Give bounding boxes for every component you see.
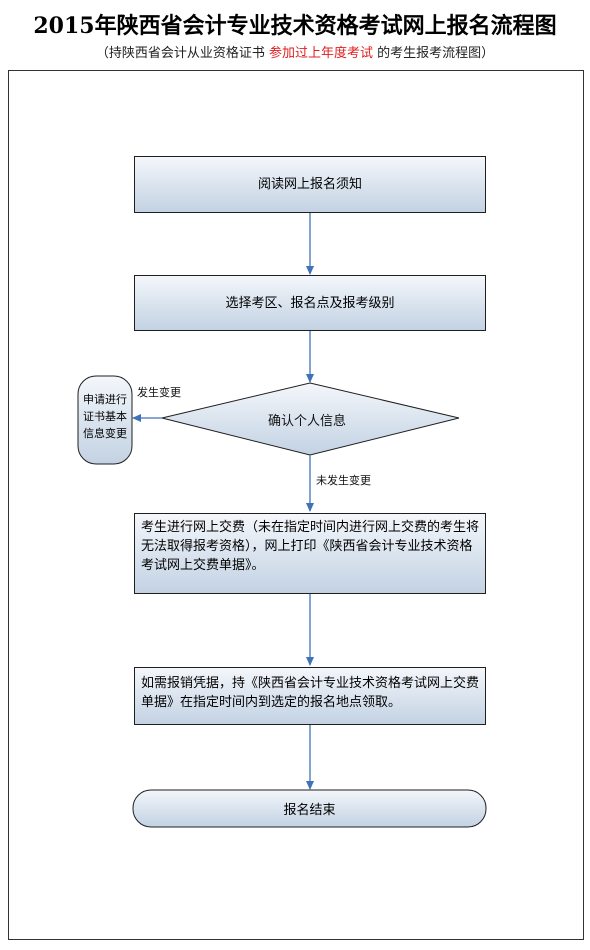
end-terminator-shape: [132, 789, 487, 828]
step-receipt: 如需报销凭据，持《陕西省会计专业技术资格考试网上交费单据》在指定时间内到选定的报…: [134, 667, 486, 725]
page-subtitle: （持陕西省会计从业资格证书 参加过上年度考试 的考生报考流程图）: [0, 42, 590, 61]
page-title: 2015年陕西省会计专业技术资格考试网上报名流程图: [33, 13, 557, 39]
step-read-notice-label: 阅读网上报名须知: [257, 177, 362, 192]
end-terminator-label: 报名结束: [283, 803, 336, 818]
step-read-notice: 阅读网上报名须知: [134, 156, 486, 213]
step-select-area: 选择考区、报名点及报考级别: [134, 275, 486, 331]
decision-text: 确认个人信息: [268, 414, 347, 429]
step-pay-online-text: 考生进行网上交费（未在指定时间内进行网上交费的考生将无法取得报考资格），网上打印…: [141, 520, 480, 573]
flowchart-frame: [8, 70, 584, 940]
subtitle-highlight: 参加过上年度考试: [268, 46, 373, 61]
step-pay-online: 考生进行网上交费（未在指定时间内进行网上交费的考生将无法取得报考资格），网上打印…: [134, 513, 486, 594]
step-select-area-label: 选择考区、报名点及报考级别: [225, 295, 395, 311]
change-request-text: 申请进行证书基本信息变更: [83, 393, 127, 440]
edge-label-unchanged: 未发生变更: [316, 474, 371, 487]
subtitle-suffix: 的考生报考流程图）: [373, 46, 495, 61]
step-receipt-text: 如需报销凭据，持《陕西省会计专业技术资格考试网上交费单据》在指定时间内到选定的报…: [141, 676, 480, 710]
subtitle-prefix: （持陕西省会计从业资格证书: [95, 46, 269, 61]
edge-label-changed: 发生变更: [137, 386, 181, 399]
